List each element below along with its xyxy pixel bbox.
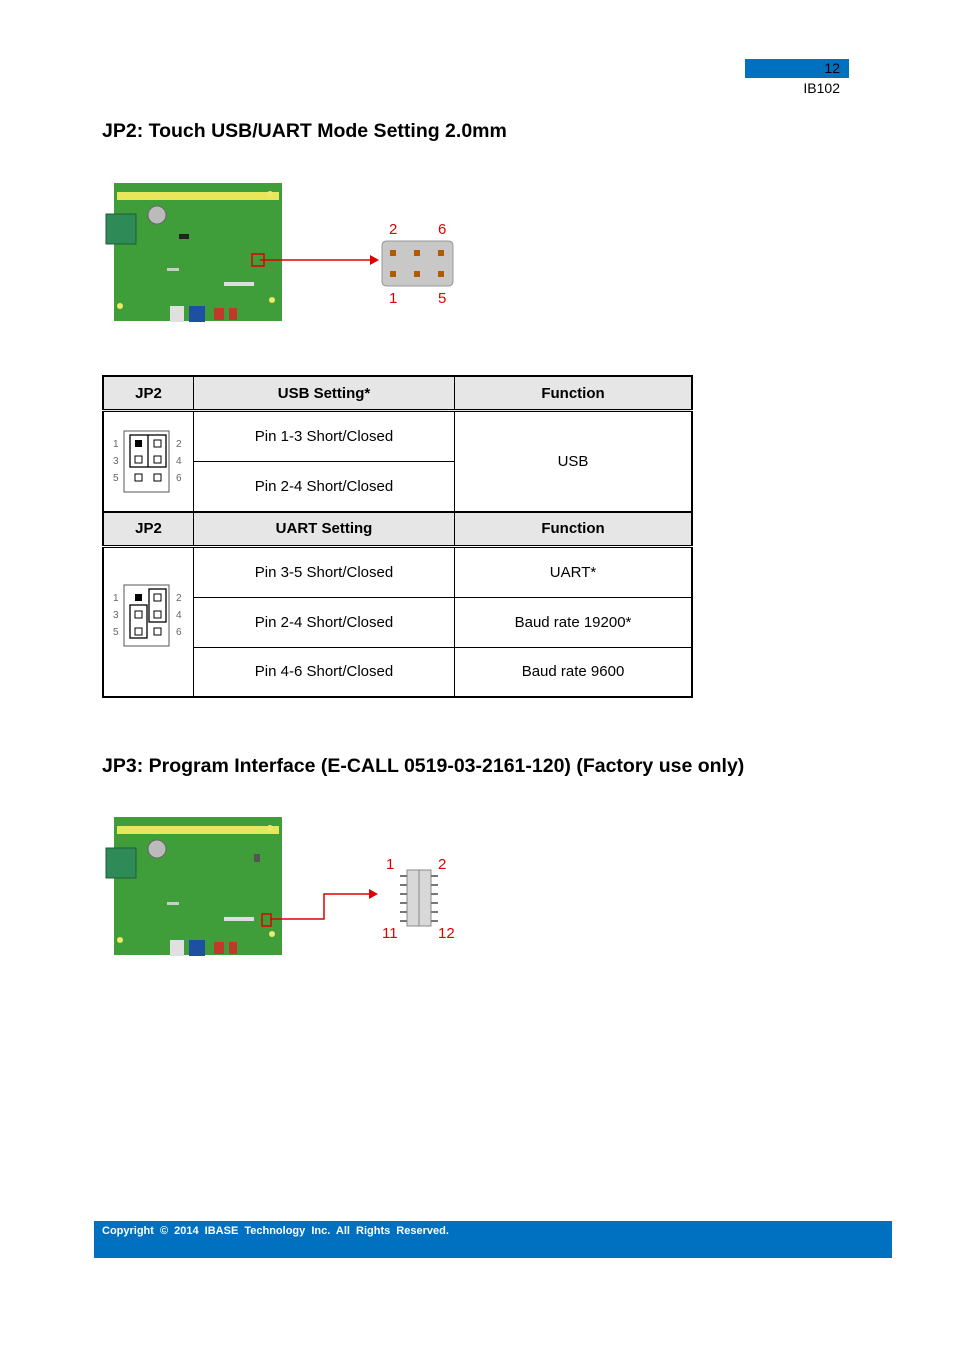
jp3-pin-label-12: 12	[438, 925, 455, 942]
header-cell-usb-setting: USB Setting*	[193, 375, 455, 411]
footer-bar	[94, 1221, 892, 1258]
uart-setting-cell: Pin 3-5 Short/Closed	[193, 544, 455, 598]
board-image-jp3	[105, 817, 282, 956]
pointer-arrow-jp3	[270, 889, 378, 920]
jumper-label-1: 1	[113, 439, 119, 450]
usb-setting-cell: Pin 2-4 Short/Closed	[193, 461, 455, 512]
jp2-pin-label-6: 6	[438, 221, 447, 238]
usb-setting-cell: Pin 1-3 Short/Closed	[193, 409, 455, 462]
jp3-pin-label-1: 1	[386, 856, 395, 873]
jp2-pin-label-1: 1	[389, 290, 398, 307]
jumper-label-2: 2	[176, 593, 182, 604]
board-image-jp2	[105, 183, 282, 322]
jumper-label-5: 5	[113, 473, 119, 484]
jp3-pin-label-11: 11	[382, 925, 398, 942]
jp2-pin-label-5: 5	[438, 290, 447, 307]
jumper-uart-icon: 1 3 5 2 4 6	[113, 584, 182, 646]
jumper-label-1: 1	[113, 593, 119, 604]
jumper-diagram-usb: 1 3 5 2 4 6	[102, 409, 194, 512]
usb-function-cell: USB	[454, 409, 693, 512]
jumper-diagram-uart: 1 3 5 2 4 6	[102, 544, 194, 698]
uart-function-cell: UART*	[454, 544, 693, 598]
uart-setting-cell: Pin 2-4 Short/Closed	[193, 596, 455, 648]
header-cell-jp2: JP2	[102, 375, 194, 411]
page-number: 12	[824, 60, 840, 76]
jumper-usb-icon: 1 3 5 2 4 6	[113, 430, 182, 493]
uart-setting-cell: Pin 4-6 Short/Closed	[193, 646, 455, 698]
pointer-arrow-jp2	[260, 255, 379, 265]
header-cell-function: Function	[454, 510, 693, 547]
uart-function-cell: Baud rate 9600	[454, 646, 693, 698]
jp3-pin-label-2: 2	[438, 856, 447, 873]
table-row: Pin 4-6 Short/Closed Baud rate 9600	[103, 646, 693, 698]
jumper-label-6: 6	[176, 473, 182, 484]
jumper-label-4: 4	[176, 456, 182, 467]
header-cell-jp2: JP2	[102, 510, 194, 547]
uart-header-row: JP2 UART Setting Function	[102, 510, 693, 547]
table-row: Pin 2-4 Short/Closed	[103, 461, 692, 512]
jumper-label-3: 3	[113, 610, 119, 621]
uart-function-cell: Baud rate 19200*	[454, 596, 693, 648]
section-title-jp2: JP2: Touch USB/UART Mode Setting 2.0mm	[102, 120, 507, 142]
section-title-jp3: JP3: Program Interface (E-CALL 0519-03-2…	[102, 755, 745, 777]
jumper-label-3: 3	[113, 456, 119, 467]
table-row: Pin 2-4 Short/Closed Baud rate 19200*	[103, 596, 693, 648]
header-cell-uart-setting: UART Setting	[193, 510, 455, 547]
jp2-header-connector-icon	[381, 240, 454, 287]
document-id: IB102	[803, 80, 840, 96]
jumper-label-6: 6	[176, 627, 182, 638]
table-row: 1 3 5 2 4 6 Pin 3-5 Short/Closed UART*	[102, 544, 693, 698]
jp2-settings-table: JP2 USB Setting* Function 1 3 5 2 4 6	[102, 375, 693, 698]
jumper-label-4: 4	[176, 610, 182, 621]
jp3-connector-icon	[400, 869, 438, 927]
table-row: 1 3 5 2 4 6 Pin 1-3 Short/Closed USB	[102, 409, 693, 512]
page-number-tab	[745, 59, 849, 78]
jumper-label-2: 2	[176, 439, 182, 450]
jp2-pin-label-2: 2	[389, 221, 398, 238]
jumper-label-5: 5	[113, 627, 119, 638]
usb-header-row: JP2 USB Setting* Function	[102, 375, 693, 411]
header-cell-function: Function	[454, 375, 693, 411]
footer-copyright: Copyright © 2014 IBASE Technology Inc. A…	[102, 1225, 449, 1237]
